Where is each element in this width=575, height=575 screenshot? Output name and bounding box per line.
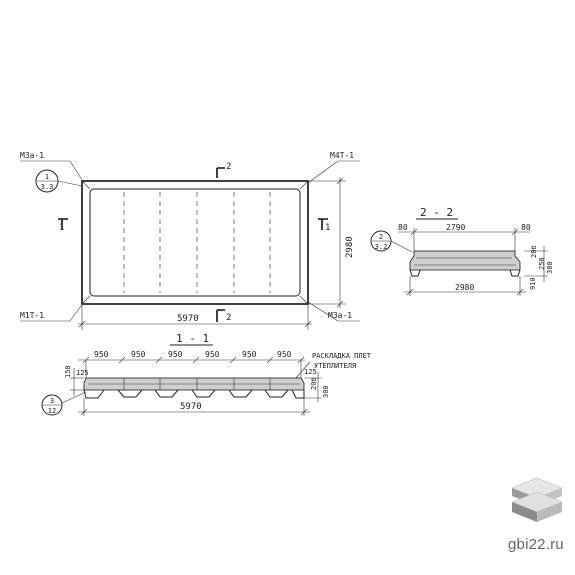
plan-width-dimension: 2980	[345, 236, 355, 258]
plan-inner-outline	[89, 188, 301, 297]
span-6: 950	[277, 350, 292, 359]
callout-top-left: М3а-1	[20, 151, 44, 160]
section-2-2-title: 2 - 2	[420, 206, 453, 219]
insulation-note-line1: РАСКЛАДКА ПЛЕТ	[312, 352, 372, 360]
section-1-1-length: 5970	[180, 402, 202, 412]
span-5: 950	[242, 350, 257, 359]
section-mark-top: 2	[216, 162, 231, 178]
svg-text:3.2: 3.2	[375, 243, 388, 251]
span-1: 950	[94, 350, 109, 359]
svg-text:2: 2	[379, 233, 383, 241]
svg-text:2: 2	[226, 162, 231, 172]
svg-text:2: 2	[226, 313, 231, 323]
plan-view: М3а-1 М4Т-1 М1Т-1 М3а-1 1 3.3 2 2 1 1	[20, 151, 360, 330]
section-2-2-dim-b: 250	[538, 257, 546, 270]
svg-text:3.3: 3.3	[41, 183, 54, 191]
brand-logo-icon	[511, 477, 563, 522]
section-2-2-edge-right: 80	[521, 223, 531, 232]
svg-text:1: 1	[45, 173, 49, 181]
svg-text:1: 1	[325, 223, 330, 233]
section-mark-bottom: 2	[216, 309, 231, 323]
callout-top-right: М4Т-1	[330, 151, 354, 160]
section-1-1: 1 - 1 950 950 950 950 950 950 РАСКЛАДКА …	[41, 332, 372, 416]
callout-bottom-left: М1Т-1	[20, 311, 44, 320]
section-2-2-top-width: 2790	[446, 223, 465, 232]
brand-site[interactable]: gbi22.ru	[508, 536, 564, 553]
svg-text:3: 3	[50, 397, 54, 405]
section-1-1-dim-left-top: 150	[64, 365, 72, 378]
section-1-1-dim-left-bottom: 125	[76, 369, 89, 377]
svg-text:1: 1	[59, 223, 64, 233]
span-4: 950	[205, 350, 220, 359]
insulation-note-line2: УТЕПЛИТЕЛЯ	[314, 362, 356, 370]
section-2-2-bottom-width: 2980	[455, 283, 474, 292]
section-1-1-ribs	[83, 389, 305, 399]
span-2: 950	[131, 350, 146, 359]
section-mark-right: 1	[318, 218, 330, 233]
section-1-1-dim-right-top: 125	[304, 368, 317, 376]
section-1-1-dim-right-bottom: 300	[322, 385, 330, 398]
section-2-2-body	[409, 250, 521, 271]
section-2-2-edge-left: 80	[398, 223, 408, 232]
section-1-1-insulation-marks	[123, 378, 271, 390]
svg-text:12: 12	[48, 407, 56, 415]
plan-length-dimension: 5970	[177, 314, 199, 324]
callout-bottom-right: М3а-1	[328, 311, 352, 320]
section-2-2: 2 - 2 2790 80 80 2980 20б 250 300 910	[370, 206, 554, 296]
plan-detail-reference: 1 3.3	[35, 169, 83, 193]
section-1-1-detail-reference: 3 12	[41, 391, 87, 416]
section-2-2-dim-d: 910	[529, 277, 537, 290]
section-mark-left: 1	[58, 218, 68, 233]
plan-rib-lines	[123, 192, 271, 293]
section-2-2-dim-a: 20б	[530, 245, 538, 258]
section-2-2-dim-c: 300	[546, 261, 554, 274]
plan-outer-outline	[81, 180, 309, 305]
section-2-2-detail-reference: 2 3.2	[370, 230, 413, 253]
span-ticks	[82, 356, 305, 378]
section-1-1-dim-right-mid: 20б	[310, 377, 318, 390]
span-3: 950	[168, 350, 183, 359]
section-1-1-title: 1 - 1	[176, 332, 209, 345]
